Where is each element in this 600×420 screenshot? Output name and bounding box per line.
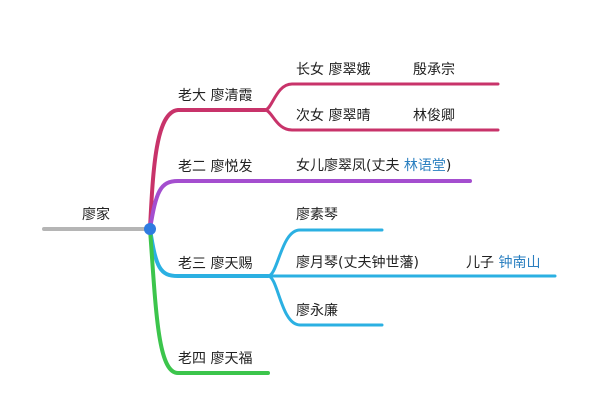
branch-line-yonglian bbox=[266, 274, 384, 327]
branch-line-eldest bbox=[148, 108, 267, 231]
node-second-daughter-spouse: 林俊卿 bbox=[413, 108, 455, 124]
root-label: 廖家 bbox=[82, 207, 110, 223]
node-eldest-daughter-spouse: 殷承宗 bbox=[413, 62, 455, 78]
node-fourth: 老四 廖天福 bbox=[178, 351, 253, 367]
node-daughter-cuifeng-close: ) bbox=[445, 158, 452, 174]
branch-line-fourth bbox=[148, 227, 270, 375]
node-yonglian: 廖永廉 bbox=[296, 303, 338, 319]
node-daughter-cuifeng-text: 女儿廖翠凤(丈夫 bbox=[296, 158, 404, 174]
node-daughter-cuifeng: 女儿廖翠凤(丈夫 林语堂) bbox=[296, 157, 451, 175]
branch-line-second-daughter bbox=[263, 108, 500, 132]
node-yueqin-son-label: 儿子 bbox=[466, 255, 499, 271]
branch-line-eldest-daughter bbox=[263, 82, 500, 112]
node-suqin: 廖素琴 bbox=[296, 207, 338, 223]
node-daughter-cuifeng-spouse: 林语堂 bbox=[403, 158, 446, 174]
node-yueqin-son-name: 钟南山 bbox=[498, 255, 541, 271]
root-node-dot bbox=[144, 223, 156, 235]
node-yueqin-son: 儿子 钟南山 bbox=[466, 254, 540, 272]
node-second-daughter: 次女 廖翠晴 bbox=[296, 108, 371, 124]
node-eldest: 老大 廖清霞 bbox=[178, 88, 253, 104]
node-second: 老二 廖悦发 bbox=[178, 159, 253, 175]
node-yueqin: 廖月琴(丈夫钟世藩) bbox=[296, 255, 419, 271]
node-eldest-daughter: 长女 廖翠娥 bbox=[296, 62, 371, 78]
node-third: 老三 廖天赐 bbox=[178, 256, 253, 272]
branch-line-suqin bbox=[266, 228, 384, 278]
branch-line-second bbox=[148, 179, 472, 231]
